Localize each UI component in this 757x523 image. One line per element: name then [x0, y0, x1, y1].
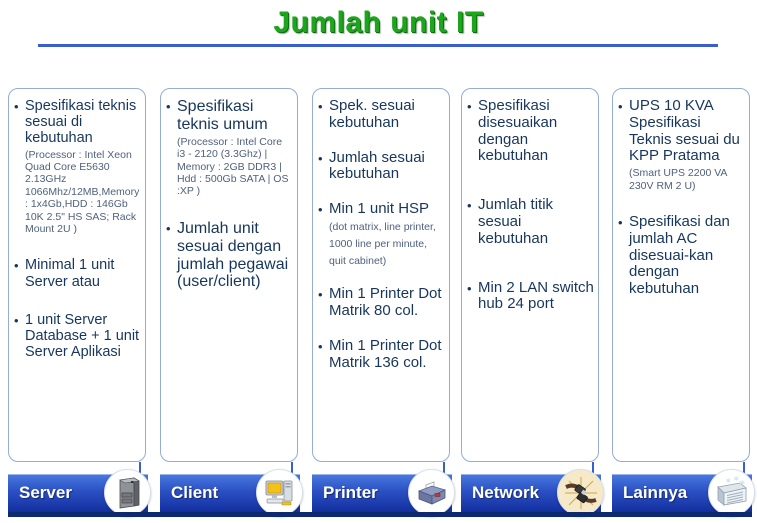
client-icon — [265, 480, 292, 505]
printer-icon — [417, 480, 446, 505]
list-item: • Spesifikasi disesuaikan dengan kebutuh… — [467, 97, 594, 165]
column-network: • Spesifikasi disesuaikan dengan kebutuh… — [461, 88, 604, 518]
bullet-dot: • — [467, 99, 472, 114]
server-icon-circle — [104, 469, 151, 516]
client-button[interactable]: Client — [160, 469, 303, 516]
bullet-dot: • — [618, 214, 623, 230]
column-printer: • Spek. sesuai kebutuhan • Jumlah sesuai… — [312, 88, 455, 518]
svg-text:*: * — [740, 480, 745, 490]
bullet-text: Spesifikasi teknis umum — [177, 98, 268, 133]
bullet-dot: • — [14, 312, 19, 328]
bullet-text: Min 1 Printer Dot Matrik 80 col. — [329, 285, 442, 320]
bullet-dot: • — [618, 99, 623, 114]
bullet-dot: • — [318, 287, 323, 303]
title-underline — [38, 44, 718, 47]
bullet-text: Spesifikasi dan jumlah AC disesuai-kan d… — [629, 212, 730, 298]
list-item: • Spesifikasi dan jumlah AC disesuai-kan… — [618, 212, 745, 298]
bullet-dot: • — [166, 99, 171, 114]
bullet-subtext: (Smart UPS 2200 VA 230V RM 2 U) — [629, 167, 727, 192]
network-icon-circle — [557, 469, 604, 516]
network-button[interactable]: Network — [461, 469, 604, 516]
client-panel: • Spesifikasi teknis umum (Processor : I… — [160, 88, 298, 462]
column-server: • Spesifikasi teknis sesuai di kebutuhan… — [8, 88, 151, 518]
slide-bottom-edge — [8, 512, 752, 517]
bullet-dot: • — [318, 338, 323, 354]
panel-connector-line — [592, 462, 594, 476]
bullet-text: Spesifikasi disesuaikan dengan kebutuhan — [478, 97, 558, 165]
list-item: • 1 unit Server Database + 1 unit Server… — [14, 312, 141, 361]
bullet-subtext: (Processor : Intel Core i3 - 2120 (3.3Gh… — [177, 135, 289, 198]
list-item: • Min 1 unit HSP (dot matrix, line print… — [318, 200, 445, 268]
list-item: • UPS 10 KVA Spesifikasi Teknis sesuai d… — [618, 97, 745, 192]
printer-panel: • Spek. sesuai kebutuhan • Jumlah sesuai… — [312, 88, 450, 462]
bullet-text: 1 unit Server Database + 1 unit Server A… — [25, 311, 140, 361]
bullet-dot: • — [467, 198, 472, 214]
server-panel: • Spesifikasi teknis sesuai di kebutuhan… — [8, 88, 146, 462]
svg-text:*: * — [726, 478, 731, 488]
bullet-text: UPS 10 KVA Spesifikasi Teknis sesuai du … — [629, 97, 740, 165]
list-item: • Min 2 LAN switch hub 24 port — [467, 278, 594, 314]
list-item: • Jumlah unit sesuai dengan jumlah pegaw… — [166, 220, 293, 292]
bullet-text: Spesifikasi teknis sesuai di kebutuhan — [25, 98, 137, 147]
bullet-text: Spek. sesuai kebutuhan — [329, 97, 415, 131]
panel-connector-line — [291, 462, 293, 476]
list-item: • Minimal 1 unit Server atau — [14, 257, 141, 289]
lainnya-icon-circle: * * * — [708, 469, 755, 516]
network-icon — [564, 476, 597, 509]
bullet-dot: • — [14, 99, 19, 114]
list-item: • Spesifikasi teknis umum (Processor : I… — [166, 98, 293, 198]
list-item: • Min 1 Printer Dot Matrik 80 col. — [318, 286, 445, 320]
bullet-text: Jumlah titik sesuai kebutuhan — [478, 196, 554, 247]
bullet-text: Minimal 1 unit Server atau — [25, 257, 115, 290]
bullet-subtext: (dot matrix, line printer, 1000 line per… — [329, 220, 436, 267]
bullet-text: Jumlah sesuai kebutuhan — [329, 148, 425, 183]
client-icon-circle — [256, 469, 303, 516]
bullet-text: Jumlah unit sesuai dengan jumlah pegawai… — [177, 219, 289, 291]
list-item: • Jumlah sesuai kebutuhan — [318, 148, 445, 184]
server-button-label: Server — [19, 483, 72, 502]
network-panel: • Spesifikasi disesuaikan dengan kebutuh… — [461, 88, 599, 462]
panel-connector-line — [139, 462, 141, 476]
client-button-label: Client — [171, 483, 219, 502]
bullet-dot: • — [166, 220, 171, 236]
printer-icon-circle — [408, 469, 455, 516]
lainnya-button-label: Lainnya — [623, 483, 688, 502]
list-item: • Jumlah titik sesuai kebutuhan — [467, 196, 594, 247]
bullet-subtext: (Processor : Intel Xeon Quad Core E5630 … — [25, 148, 140, 235]
bullet-dot: • — [467, 280, 472, 296]
printer-button[interactable]: Printer — [312, 469, 455, 516]
panel-connector-line — [443, 462, 445, 476]
page-title: Jumlah unit IT — [273, 6, 484, 39]
network-button-label: Network — [472, 483, 540, 502]
panel-connector-line — [743, 462, 745, 476]
bullet-dot: • — [14, 258, 19, 274]
bullet-dot: • — [318, 150, 323, 166]
list-item: • Spek. sesuai kebutuhan — [318, 97, 445, 132]
lainnya-button[interactable]: Lainnya * * * — [612, 469, 755, 516]
column-client: • Spesifikasi teknis umum (Processor : I… — [160, 88, 303, 518]
list-item: • Min 1 Printer Dot Matrik 136 col. — [318, 336, 445, 372]
bullet-dot: • — [318, 99, 323, 114]
lainnya-panel: • UPS 10 KVA Spesifikasi Teknis sesuai d… — [612, 88, 750, 462]
svg-text:*: * — [734, 476, 739, 486]
ac-icon: * * * — [716, 475, 747, 506]
server-button[interactable]: Server — [8, 469, 151, 516]
bullet-text: Min 2 LAN switch hub 24 port — [478, 278, 594, 313]
column-lainnya: • UPS 10 KVA Spesifikasi Teknis sesuai d… — [612, 88, 755, 518]
printer-button-label: Printer — [323, 483, 378, 502]
bullet-dot: • — [318, 202, 323, 218]
bullet-text: Min 1 Printer Dot Matrik 136 col. — [329, 336, 442, 371]
bullet-text: Min 1 unit HSP — [329, 200, 429, 218]
list-item: • Spesifikasi teknis sesuai di kebutuhan… — [14, 98, 141, 235]
server-icon — [118, 476, 140, 508]
